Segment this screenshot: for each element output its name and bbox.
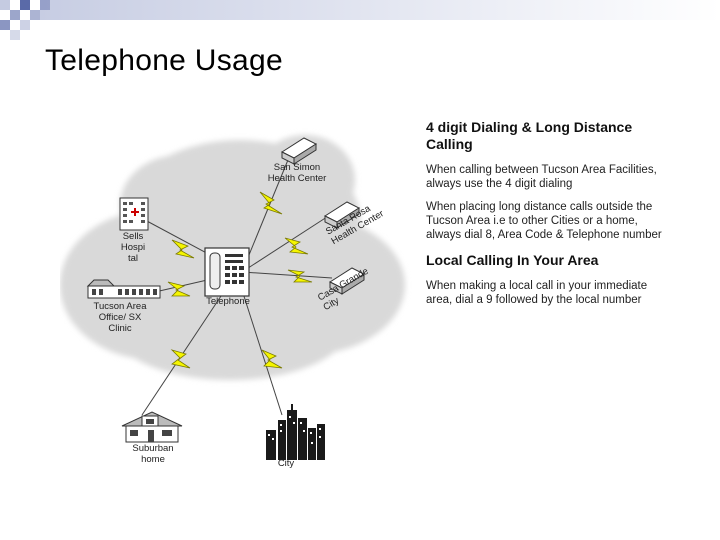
node-label-line: Hospi <box>120 242 146 253</box>
instruction-panel: 4 digit Dialing & Long Distance Calling … <box>426 119 666 307</box>
skyline-icon <box>266 404 325 460</box>
node-label-line: Office/ SX <box>98 312 142 323</box>
lightning-bolt-icon <box>167 191 313 369</box>
node-label-line: Tucson Area <box>93 301 147 312</box>
page-title: Telephone Usage <box>45 44 284 77</box>
node-label-line: Health Center <box>267 173 327 184</box>
telephone-icon <box>204 247 250 297</box>
node-label-line: Sells <box>122 231 144 242</box>
node-label-city: City <box>277 458 295 469</box>
paragraph-local-calling: When making a local call in your immedia… <box>426 280 648 306</box>
section-heading-local-calling: Local Calling In Your Area <box>426 252 599 268</box>
server-icon <box>328 267 366 295</box>
section-heading-long-distance: 4 digit Dialing & Long Distance Calling <box>426 119 633 152</box>
corner-pattern <box>0 0 50 40</box>
node-label-suburban: Suburban home <box>118 443 188 465</box>
node-label-line: home <box>141 454 165 465</box>
node-label-tucson: Tucson Area Office/ SX Clinic <box>80 301 160 334</box>
server-icon <box>323 201 361 229</box>
server-icon <box>280 137 318 165</box>
connection-lines <box>141 154 333 416</box>
node-label-line: Suburban <box>132 443 174 454</box>
node-label-line: San Simon <box>273 162 321 173</box>
node-label-sells: Sells Hospi tal <box>108 231 158 264</box>
network-diagram <box>60 135 405 460</box>
node-label-san-simon: San Simon Health Center <box>262 162 332 184</box>
office-building-icon <box>86 279 161 299</box>
paragraph-four-digit: When calling between Tucson Area Facilit… <box>426 164 657 190</box>
paragraph-long-distance: When placing long distance calls outside… <box>426 201 662 241</box>
hospital-icon <box>119 197 149 231</box>
house-icon <box>121 411 183 443</box>
node-label-telephone: Telephone <box>206 296 250 307</box>
cloud-icon <box>60 135 405 380</box>
node-label-line: tal <box>127 253 139 264</box>
node-label-line: Clinic <box>108 323 132 334</box>
header-banner <box>0 0 720 40</box>
